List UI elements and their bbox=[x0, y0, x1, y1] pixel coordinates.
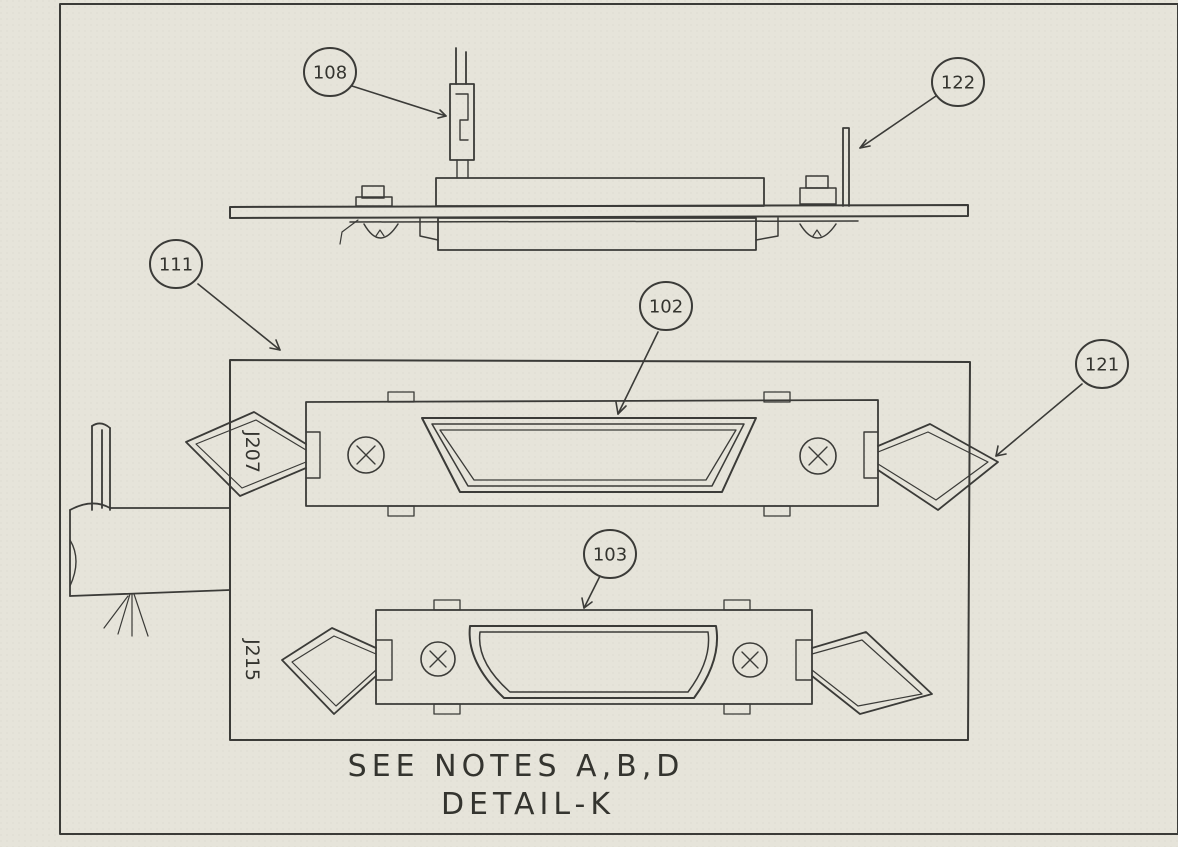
drawing-border bbox=[59, 3, 1178, 835]
refdes-j215: J215 bbox=[241, 638, 263, 681]
cable-bundle bbox=[69, 422, 231, 637]
callout-102: 102 bbox=[639, 281, 693, 331]
callout-label: 103 bbox=[593, 545, 627, 566]
callout-111: 111 bbox=[149, 239, 203, 289]
notes-reference: SEE NOTES A,B,D bbox=[348, 749, 685, 784]
callout-103: 103 bbox=[583, 529, 637, 579]
callout-label: 121 bbox=[1085, 355, 1119, 376]
callout-label: 102 bbox=[649, 297, 683, 318]
detail-title: DETAIL-K bbox=[441, 787, 615, 822]
callout-122: 122 bbox=[931, 57, 985, 107]
refdes-j207: J207 bbox=[241, 430, 263, 473]
callout-108: 108 bbox=[303, 47, 357, 97]
callout-label: 111 bbox=[159, 255, 193, 276]
callout-label: 122 bbox=[941, 73, 975, 94]
leader-lines bbox=[197, 85, 1083, 609]
side-view-assembly bbox=[229, 47, 969, 251]
connector-j215 bbox=[281, 599, 933, 715]
callout-121: 121 bbox=[1075, 339, 1129, 389]
connector-j207 bbox=[185, 391, 999, 517]
panel-111 bbox=[229, 359, 971, 741]
callout-label: 108 bbox=[313, 63, 347, 84]
